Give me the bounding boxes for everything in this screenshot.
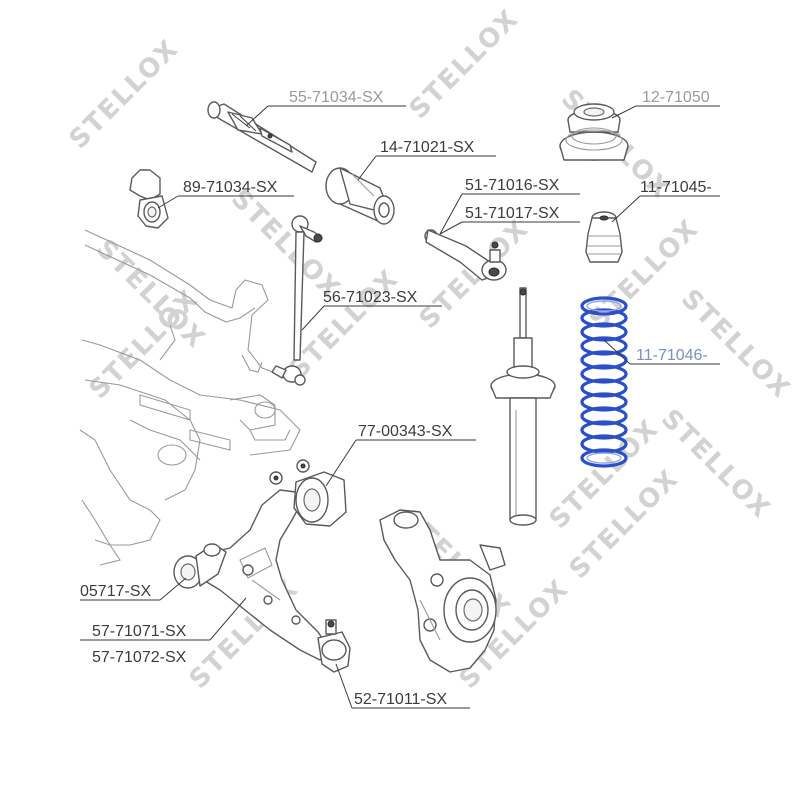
label-arm-bushing: 05717-SX [80, 583, 151, 600]
watermark-9: STELLOX [675, 284, 796, 405]
steering-knuckle-icon [379, 509, 506, 673]
tie-rod-end-icon [424, 229, 507, 281]
ball-joint-icon [317, 619, 351, 673]
tie-rod-icon [207, 101, 317, 173]
arm-bushing-icon [173, 543, 227, 589]
label-strut-mount: 12-71050 [642, 89, 710, 106]
watermark-12: STELLOX [655, 404, 776, 525]
bushing-icon [325, 167, 395, 225]
label-control-arm-1: 57-71071-SX [92, 623, 187, 640]
label-stabilizer-bushing: 89-71034-SX [183, 179, 278, 196]
label-tie-rod: 55-71034-SX [289, 89, 384, 106]
bump-stop-icon [585, 211, 623, 263]
subframe-icon [79, 229, 301, 566]
label-control-arm-2: 57-71072-SX [92, 649, 187, 666]
label-stabilizer-link: 56-71023-SX [323, 289, 418, 306]
label-tie-rod-end-2: 51-71017-SX [465, 205, 560, 222]
label-bushing: 14-71021-SX [380, 139, 475, 156]
strut-mount-icon [559, 103, 629, 161]
label-coil-spring: 11-71046- [636, 347, 708, 364]
part-labels: 55-71034-SX 14-71021-SX 89-71034-SX 51-7… [80, 89, 712, 708]
stabilizer-bushing-icon [129, 169, 169, 229]
label-ball-joint: 52-71011-SX [354, 691, 447, 708]
label-tie-rod-end-1: 51-71016-SX [465, 177, 560, 194]
lead-lines [80, 105, 720, 709]
stabilizer-link-icon [271, 215, 323, 386]
control-arm-icon [195, 489, 331, 661]
control-arm-bushing-icon [269, 459, 347, 527]
watermark-1: STELLOX [64, 34, 185, 155]
label-control-arm-bushing: 77-00343-SX [358, 423, 453, 440]
watermark-3: STELLOX [404, 4, 525, 125]
shock-absorber-icon [490, 287, 556, 526]
watermark-2: STELLOX [225, 184, 346, 305]
label-bump-stop: 11-71045- [640, 179, 712, 196]
